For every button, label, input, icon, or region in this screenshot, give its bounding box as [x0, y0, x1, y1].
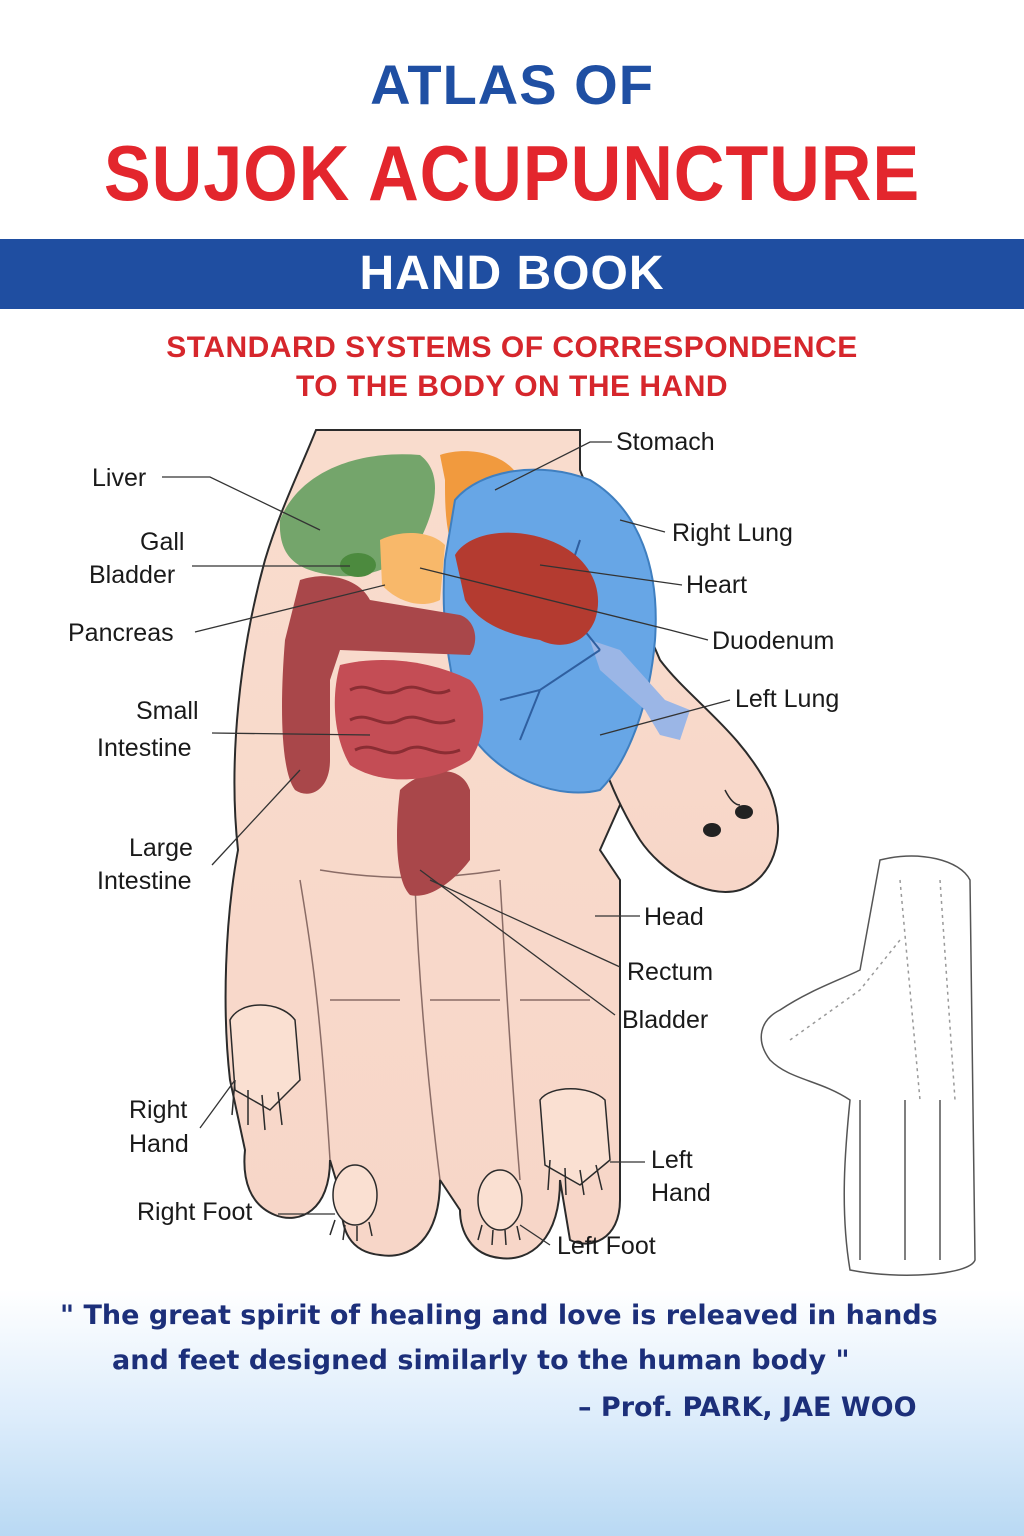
label-liver: Liver: [92, 464, 146, 492]
mini-left-hand: [539, 1088, 611, 1196]
label-left-foot: Left Foot: [557, 1232, 656, 1260]
large-intestine-shape: [282, 576, 476, 896]
label-duodenum: Duodenum: [712, 627, 834, 655]
organs: [279, 451, 690, 896]
label-heart: Heart: [686, 571, 747, 599]
mini-left-foot: [477, 1169, 523, 1246]
quote-attribution: – Prof. PARK, JAE WOO: [578, 1392, 917, 1423]
hand-book-label: HAND BOOK: [359, 247, 665, 300]
label-right: Right: [129, 1096, 187, 1124]
subtitle-line-2: TO THE BODY ON THE HAND: [295, 370, 729, 403]
label-bladder: Bladder: [622, 1006, 708, 1034]
label-gall: Gall: [140, 528, 184, 556]
mini-right-hand: [229, 1004, 301, 1131]
label-stomach: Stomach: [616, 428, 715, 456]
label-small-intestine: Intestine: [97, 734, 192, 762]
label-large: Large: [129, 834, 193, 862]
label-right-foot: Right Foot: [137, 1198, 252, 1226]
label-large-intestine: Intestine: [97, 867, 192, 895]
small-intestine-loops: [349, 685, 461, 755]
label-pancreas: Pancreas: [68, 619, 174, 647]
quote-line-1: " The great spirit of healing and love i…: [60, 1300, 938, 1331]
label-head: Head: [644, 903, 704, 931]
label-small: Small: [136, 697, 199, 725]
label-left-lung: Left Lung: [735, 685, 839, 713]
small-intestine-shape: [334, 660, 484, 780]
label-right-lung: Right Lung: [672, 519, 793, 547]
quote-line-2: and feet designed similarly to the human…: [112, 1345, 850, 1376]
meridian-hand-chart: [760, 855, 976, 1276]
label-right-hand: Hand: [129, 1130, 189, 1158]
pancreas-shape: [380, 533, 445, 605]
leader-lines: [162, 441, 731, 1246]
hand-book-band: HAND BOOK: [0, 239, 1024, 309]
diagram-labels: Liver Gall Bladder Pancreas Small Intest…: [68, 428, 839, 1260]
trachea-shape: [590, 640, 690, 740]
thumb-face: [703, 789, 753, 837]
label-rectum: Rectum: [627, 958, 713, 986]
label-left: Left: [651, 1146, 693, 1174]
subtitle-line-1: STANDARD SYSTEMS OF CORRESPONDENCE: [166, 331, 858, 364]
label-left-hand: Hand: [651, 1179, 711, 1207]
label-gall-bladder: Bladder: [89, 561, 175, 589]
gall-bladder-shape: [340, 553, 376, 577]
title-atlas-of: ATLAS OF: [370, 53, 654, 116]
title-sujok-acupuncture: SUJOK ACUPUNCTURE: [103, 129, 921, 217]
mini-right-foot: [329, 1164, 378, 1241]
heart-shape: [455, 532, 599, 645]
